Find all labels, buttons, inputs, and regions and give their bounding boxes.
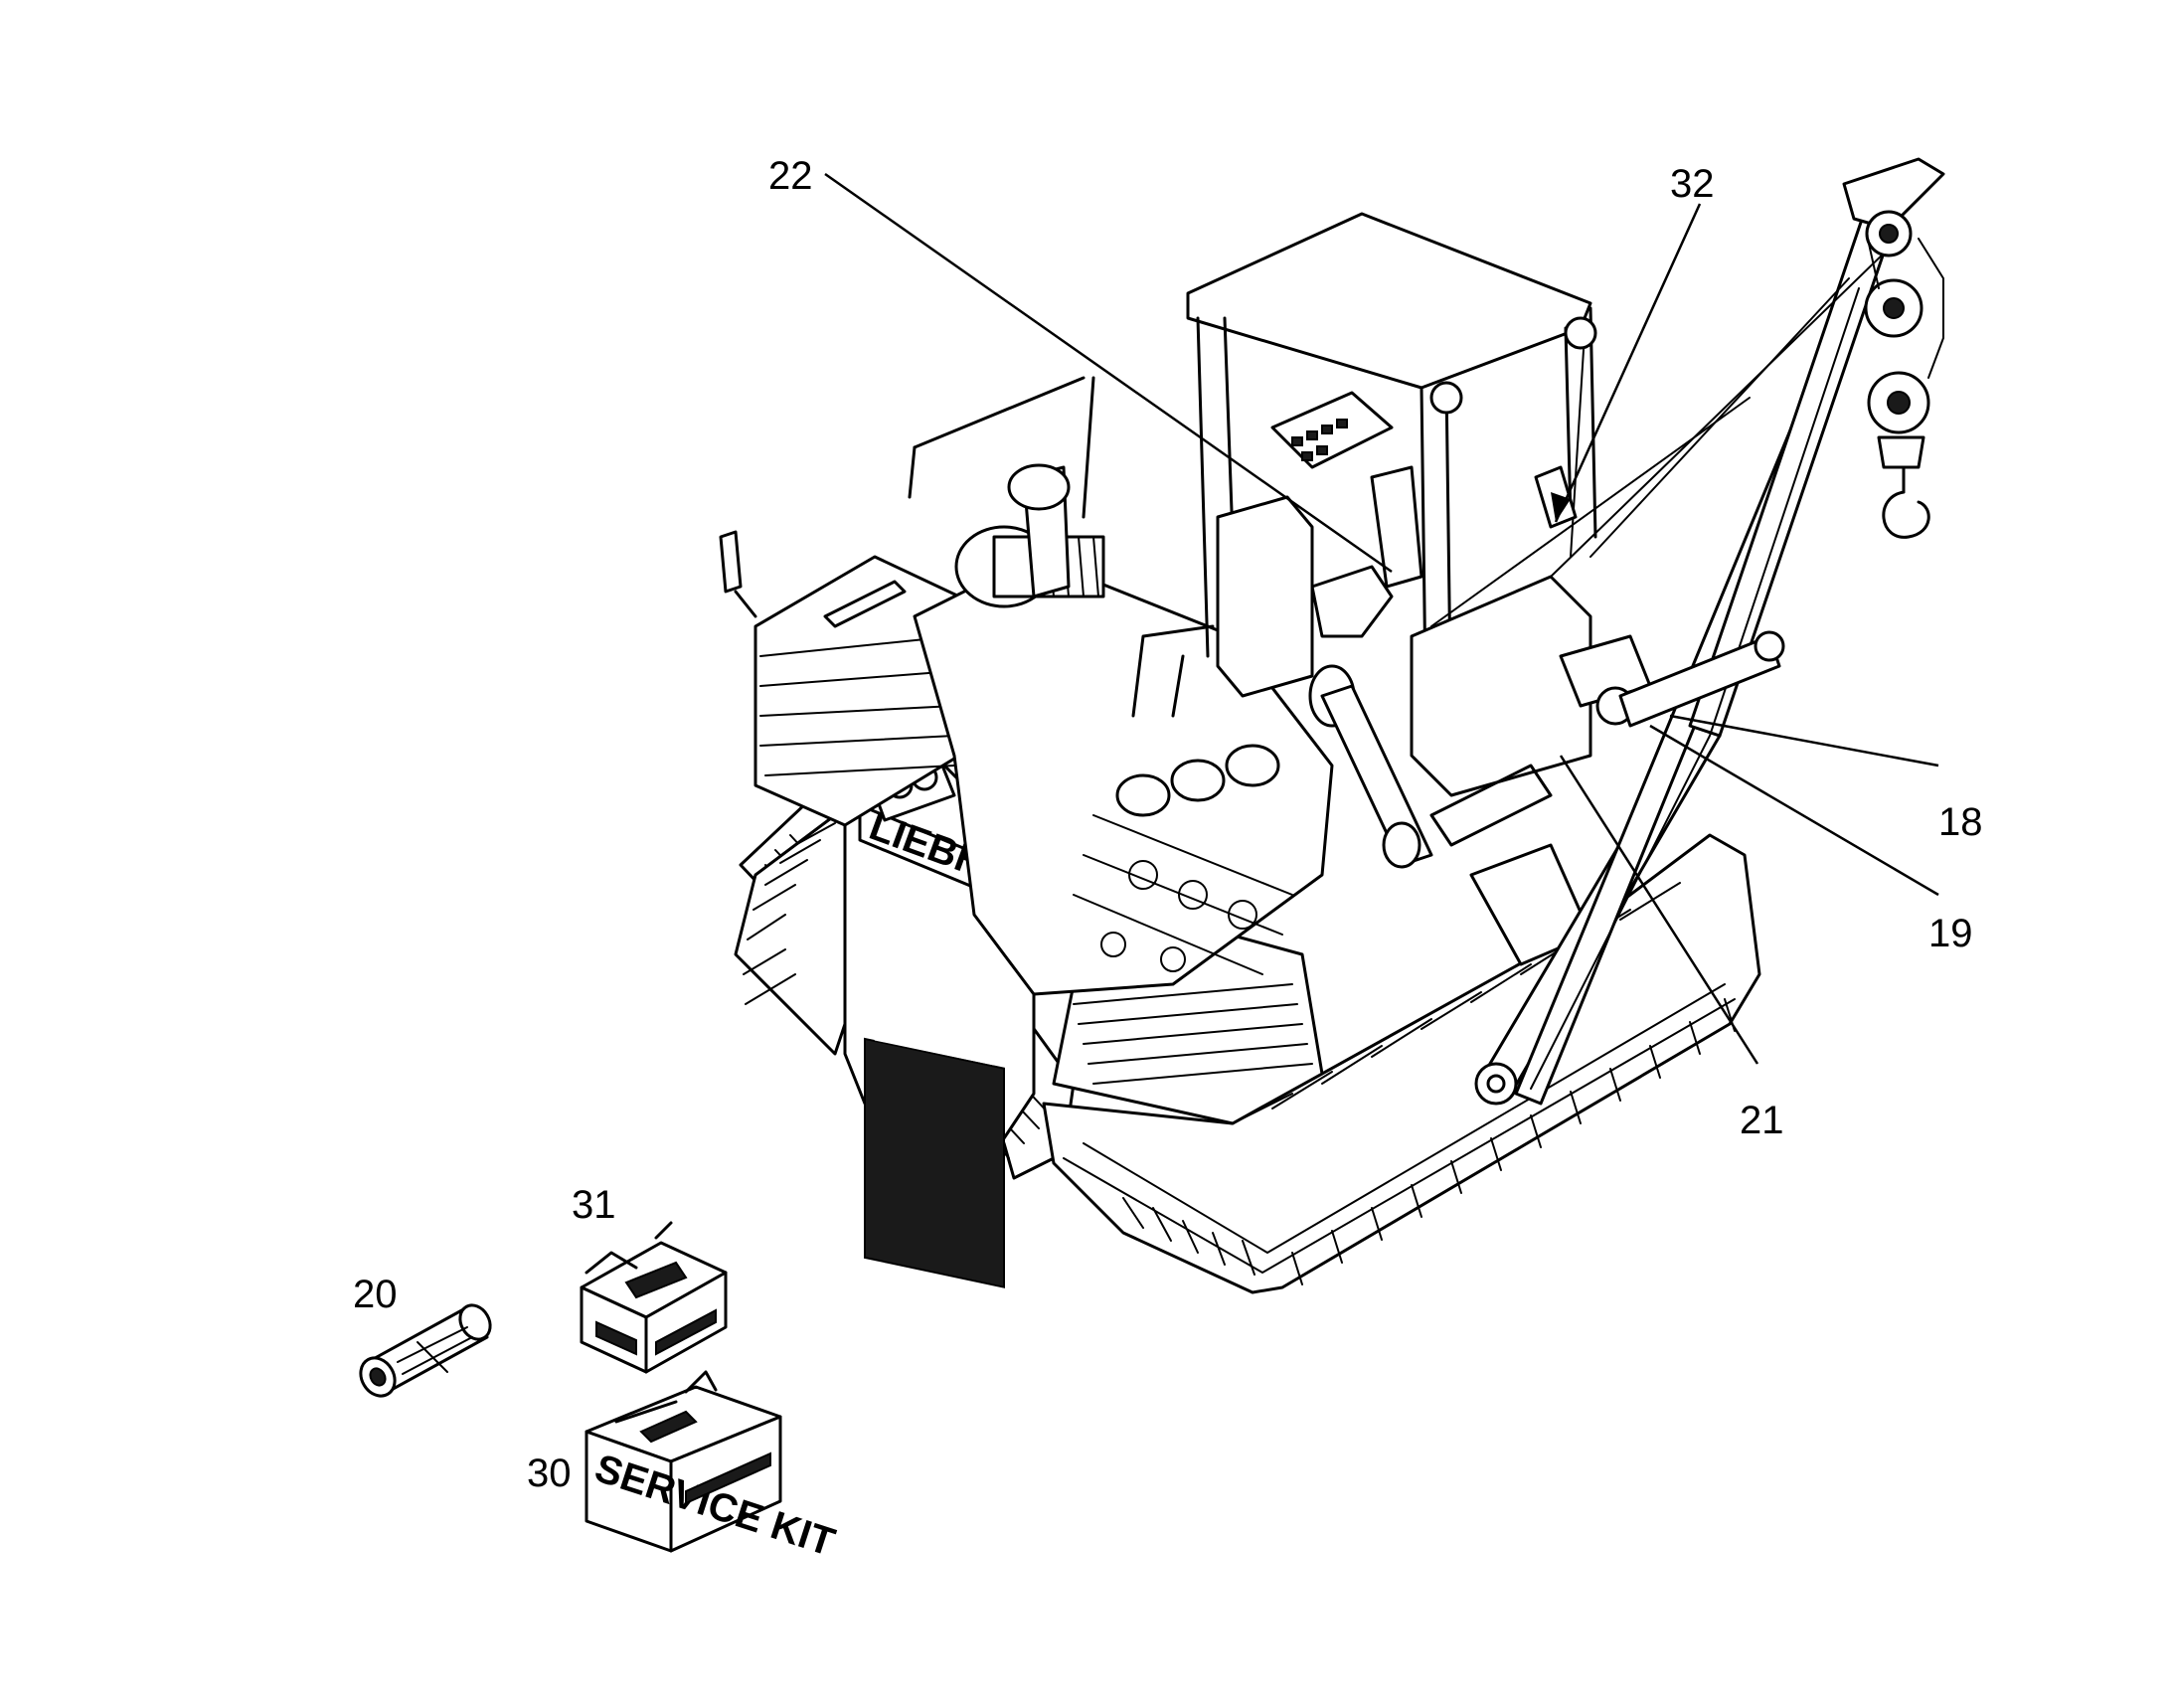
callout-18: 18	[1938, 800, 1983, 844]
callout-labels: 22 32 18 19 21 31 20 30	[353, 154, 1983, 1495]
boom	[1430, 157, 1945, 1106]
item-31-small-box	[580, 1221, 728, 1374]
callout-21: 21	[1740, 1099, 1784, 1142]
callout-20: 20	[353, 1273, 398, 1316]
callout-19: 19	[1928, 912, 1973, 955]
counterweight-winch	[1308, 634, 1652, 966]
item-30-large-box: SERVICE KIT	[585, 1370, 840, 1565]
item-20-pin	[359, 1303, 492, 1398]
callout-30: 30	[527, 1452, 572, 1495]
leader-lines	[824, 172, 1939, 1065]
callout-32: 32	[1670, 162, 1715, 206]
callout-22: 22	[768, 154, 813, 198]
callout-31: 31	[572, 1183, 616, 1227]
pipelayer-machine: LIEBHERR	[719, 157, 1945, 1294]
hook-block	[1864, 210, 1944, 539]
